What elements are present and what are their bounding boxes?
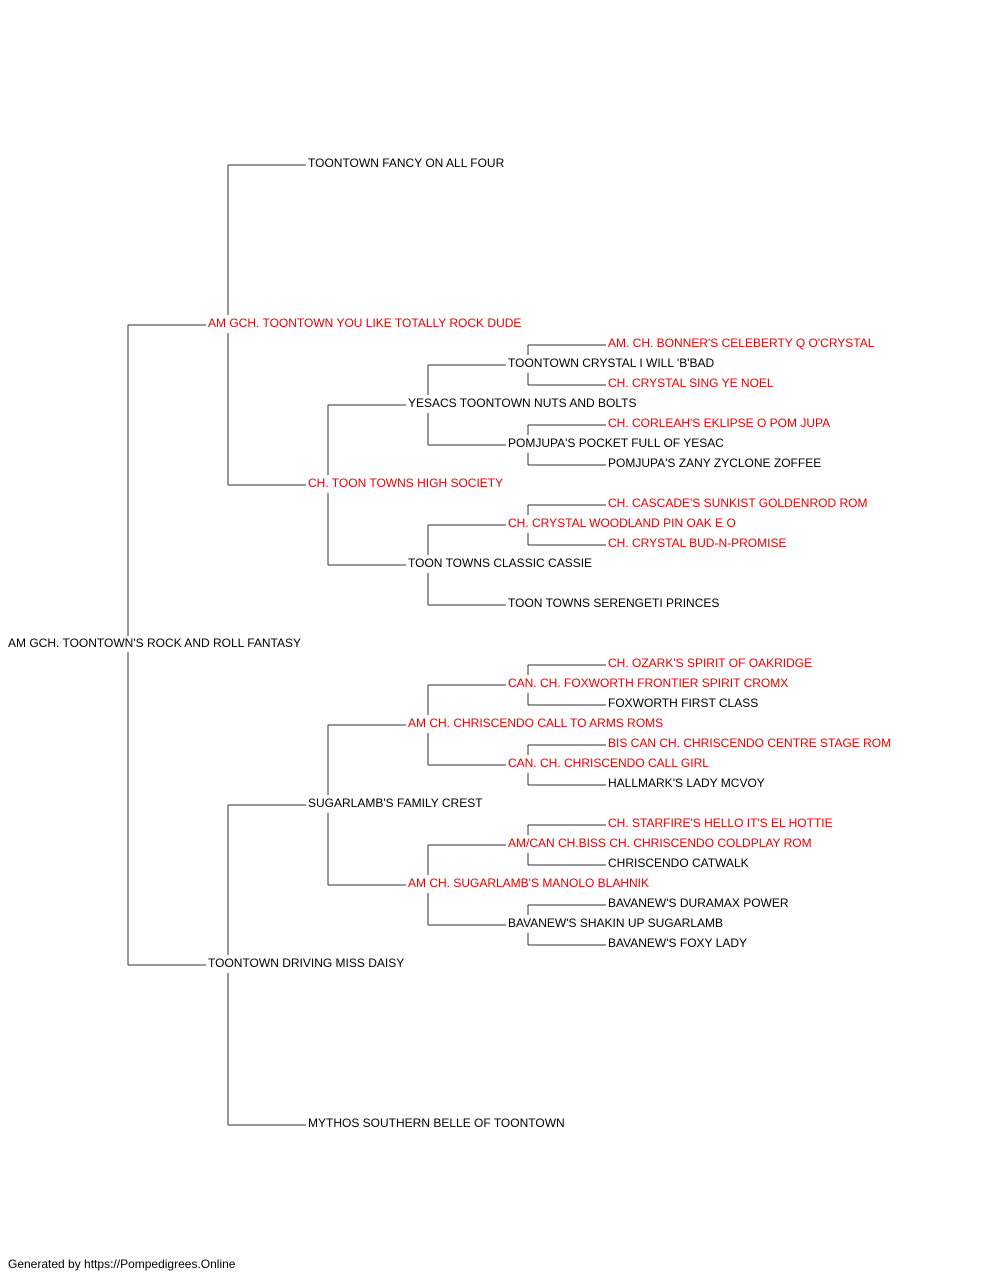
dog-name: AM/CAN CH.BISS CH. CHRISCENDO COLDPLAY R… [508,836,812,850]
dog-name: BAVANEW'S DURAMAX POWER [608,896,789,910]
dog-name: CAN. CH. FOXWORTH FRONTIER SPIRIT CROMX [508,676,788,690]
dog-name: POMJUPA'S POCKET FULL OF YESAC [508,436,724,450]
dog-name: TOONTOWN FANCY ON ALL FOUR [308,156,505,170]
dog-name: CH. CASCADE'S SUNKIST GOLDENROD ROM [608,496,867,510]
dog-name: SUGARLAMB'S FAMILY CREST [308,796,483,810]
dog-name: TOON TOWNS CLASSIC CASSIE [408,556,592,570]
dog-name: TOONTOWN CRYSTAL I WILL 'B'BAD [508,356,715,370]
pedigree-names: AM GCH. TOONTOWN'S ROCK AND ROLL FANTASY… [8,156,891,1130]
dog-name: CHRISCENDO CATWALK [608,856,749,870]
pedigree-connectors [127,164,606,1126]
dog-name: CH. TOON TOWNS HIGH SOCIETY [308,476,503,490]
dog-name: CH. CRYSTAL SING YE NOEL [608,376,774,390]
dog-name: MYTHOS SOUTHERN BELLE OF TOONTOWN [308,1116,565,1130]
dog-name: TOON TOWNS SERENGETI PRINCES [508,596,719,610]
dog-name: CH. OZARK'S SPIRIT OF OAKRIDGE [608,656,812,670]
dog-name: BAVANEW'S FOXY LADY [608,936,747,950]
dog-name: AM GCH. TOONTOWN'S ROCK AND ROLL FANTASY [8,636,301,650]
generated-by-footer: Generated by https://Pompedigrees.Online [8,1257,236,1271]
dog-name: CH. CRYSTAL BUD-N-PROMISE [608,536,786,550]
dog-name: AM. CH. BONNER'S CELEBERTY Q O'CRYSTAL [608,336,875,350]
dog-name: YESACS TOONTOWN NUTS AND BOLTS [408,396,637,410]
dog-name: CH. CRYSTAL WOODLAND PIN OAK E O [508,516,736,530]
dog-name: AM CH. SUGARLAMB'S MANOLO BLAHNIK [408,876,649,890]
dog-name: AM GCH. TOONTOWN YOU LIKE TOTALLY ROCK D… [208,316,521,330]
dog-name: AM CH. CHRISCENDO CALL TO ARMS ROMS [408,716,663,730]
dog-name: CH. CORLEAH'S EKLIPSE O POM JUPA [608,416,830,430]
dog-name: TOONTOWN DRIVING MISS DAISY [208,956,404,970]
dog-name: BAVANEW'S SHAKIN UP SUGARLAMB [508,916,723,930]
dog-name: POMJUPA'S ZANY ZYCLONE ZOFFEE [608,456,821,470]
dog-name: HALLMARK'S LADY MCVOY [608,776,765,790]
dog-name: FOXWORTH FIRST CLASS [608,696,758,710]
dog-name: BIS CAN CH. CHRISCENDO CENTRE STAGE ROM [608,736,891,750]
dog-name: CAN. CH. CHRISCENDO CALL GIRL [508,756,709,770]
dog-name: CH. STARFIRE'S HELLO IT'S EL HOTTIE [608,816,833,830]
